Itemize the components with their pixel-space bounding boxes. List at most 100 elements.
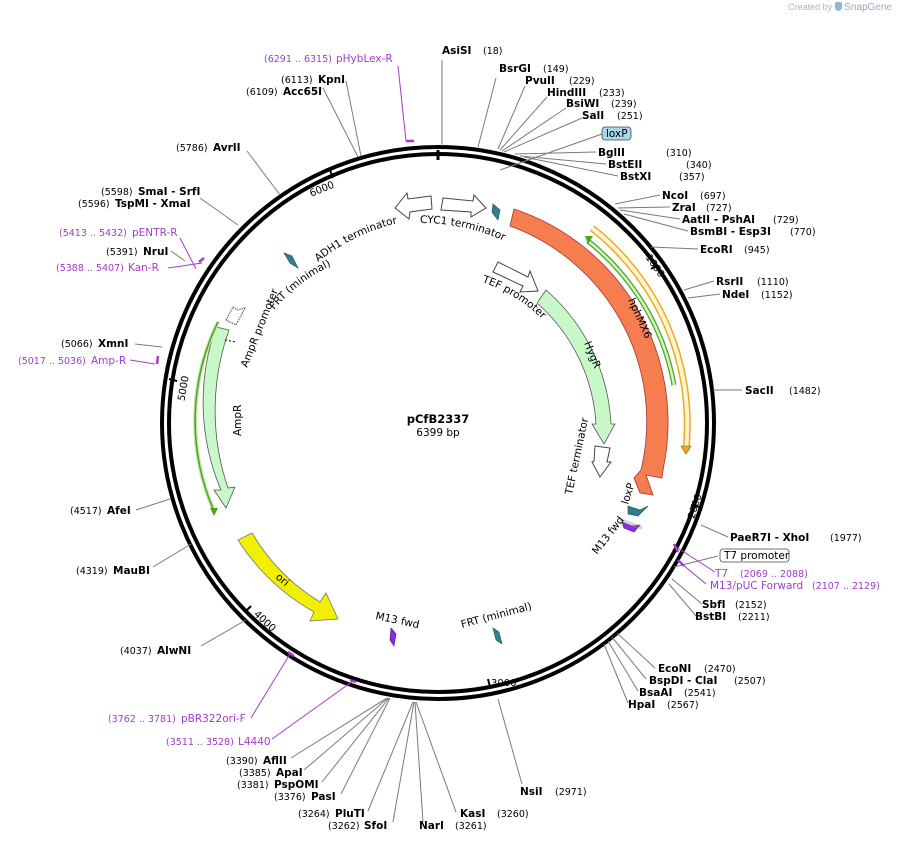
site-label: NruI [143, 246, 168, 258]
site-label: PspOMI [274, 779, 319, 791]
leader-sbfi [671, 578, 703, 605]
site-label: RsrII [716, 276, 743, 288]
site-position: (1152) [761, 290, 793, 301]
leader-alwni [200, 619, 247, 647]
site-position: (697) [700, 191, 726, 202]
leader-nrui [170, 250, 186, 262]
site-label: MauBI [113, 565, 150, 577]
leader-sali [503, 117, 583, 153]
site-position: (3262) [328, 821, 360, 832]
m13-fwd-right-marker [621, 521, 641, 533]
site-position: (5066) [61, 339, 93, 350]
site-label: BstXI [620, 171, 651, 183]
leader-avrii [246, 150, 281, 196]
plasmid-name: pCfB2337 [407, 412, 469, 426]
tick-3000-mark [487, 678, 491, 688]
site-position: (3261) [455, 821, 487, 832]
primer-range: (6291 .. 6315) [264, 54, 332, 65]
loxp-box-label: loxP [606, 128, 628, 140]
leader-hindiii [499, 96, 548, 151]
site-label: AatII - PshAI [682, 214, 755, 226]
hphmx6-outline-arrowhead [680, 445, 692, 455]
frt-lower-marker [492, 627, 503, 645]
leader-pspomi [321, 697, 390, 783]
pentr-mark [198, 257, 205, 263]
ampr-outer-arrowhead [210, 508, 218, 516]
tick-5000-mark [168, 378, 178, 382]
site-position: (2211) [738, 612, 770, 623]
frt-lower-label: FRT (minimal) [460, 600, 533, 630]
ampr-arrow [202, 326, 236, 509]
leader-econi [616, 632, 656, 669]
tef-terminator-arrow [591, 445, 612, 478]
site-position: (5391) [106, 247, 138, 258]
t7-promoter-box [719, 548, 790, 563]
tick-4000-mark [244, 605, 252, 613]
loxp-top-marker [491, 203, 501, 221]
leader-clai [611, 636, 647, 680]
site-label: NdeI [722, 289, 749, 301]
site-label: BsmBI - Esp3I [690, 226, 771, 238]
leader-bsiwi [501, 107, 567, 152]
leader-afei [135, 498, 171, 511]
primer-range: (2107 .. 2129) [812, 581, 880, 592]
adh1-terminator-arrow [394, 191, 433, 220]
m13-puc-mark [677, 559, 685, 567]
leader-bsaai [607, 640, 639, 692]
leader-nari [414, 701, 424, 823]
ampr-label: AmpR [232, 405, 244, 436]
leader-t7 [675, 546, 716, 573]
site-label: BspDI - ClaI [649, 675, 717, 687]
site-label: AfeI [107, 505, 131, 517]
site-label: NsiI [520, 786, 543, 798]
leader-zrai [617, 206, 671, 209]
site-position: (3264) [298, 809, 330, 820]
cyc1-terminator-arrow [440, 193, 487, 218]
ori-arrow [237, 532, 339, 622]
leader-kan-r [167, 262, 203, 269]
site-position: (6109) [246, 87, 278, 98]
site-label: NarI [419, 820, 444, 832]
site-position: (4037) [120, 646, 152, 657]
tick-3000-label: 3000 [491, 678, 516, 689]
enzyme-leader-lines [134, 60, 742, 823]
ampr-outer-arc-line [194, 321, 219, 512]
leader-bsrgi [477, 77, 497, 148]
enzyme-labels: AsiSI (18) BsrGI (149) PvuII (229) HindI… [61, 45, 862, 832]
site-label: SacII [745, 385, 774, 397]
tick-1000-mark [650, 264, 658, 270]
t7-mark [672, 543, 680, 553]
hphmx6-outline-arc-inner [590, 226, 690, 451]
site-label: SbfI [702, 599, 726, 611]
tick-5000-label: 5000 [176, 375, 191, 402]
primer-range: (5017 .. 5036) [18, 356, 86, 367]
site-label: AlwNI [157, 645, 191, 657]
backbone [160, 145, 716, 701]
leader-ecori [650, 246, 699, 250]
site-position: (3381) [237, 780, 269, 791]
site-position: (251) [617, 111, 643, 122]
leader-rsrii [683, 280, 715, 291]
site-label: AvrII [213, 142, 241, 154]
primer-labels: (6291 .. 6315) pHybLex-R (5413 .. 5432) … [18, 53, 880, 748]
leader-pasi [340, 697, 391, 795]
site-label: HindIII [547, 87, 586, 99]
site-position: (770) [790, 227, 816, 238]
tef-promoter-arrow [492, 261, 539, 293]
site-label: PvuII [525, 75, 555, 87]
leader-ndei [687, 293, 721, 299]
primer-name: pENTR-R [132, 227, 178, 239]
primer-name: L4440 [238, 736, 271, 748]
site-label: KasI [460, 808, 485, 820]
site-position: (5596) [78, 199, 110, 210]
amp-r-mark [155, 355, 160, 365]
site-position: (3376) [274, 792, 306, 803]
site-label: EcoRI [700, 244, 733, 256]
site-label: TspMI - XmaI [115, 198, 191, 210]
site-position: (3390) [226, 756, 258, 767]
tick-6000-mark [329, 169, 334, 179]
credit-brand: SnapGene [844, 2, 892, 13]
tef-terminator-label: TEF terminator [563, 416, 591, 497]
